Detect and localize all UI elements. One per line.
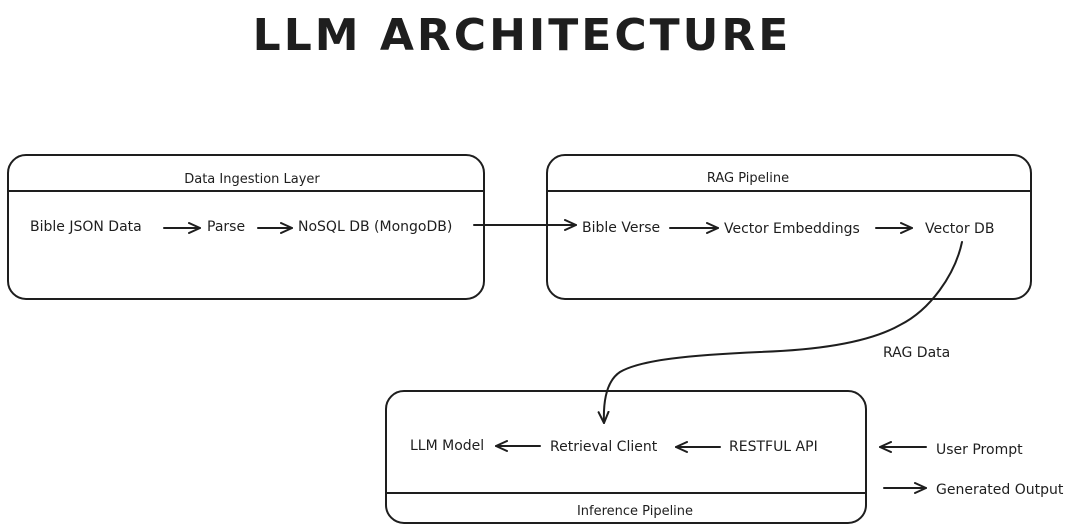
ingestion-box [7,154,485,300]
node-bible-verse: Bible Verse [582,220,660,236]
node-restful-api: RESTFUL API [729,439,818,455]
arrow-rag-data [597,241,963,424]
rag-box [546,154,1032,300]
node-vector-embeddings: Vector Embeddings [724,221,860,237]
generated-output-label: Generated Output [936,482,1064,498]
rag-pipeline: RAG Pipeline Bible Verse Vector Embeddin… [546,154,1032,300]
rag-header: RAG Pipeline [707,171,789,186]
inference-header: Inference Pipeline [577,504,693,519]
node-llm-model: LLM Model [410,438,484,454]
inference-box [385,390,867,524]
node-vector-db: Vector DB [925,221,994,237]
inference-pipeline: Inference Pipeline LLM Model Retrieval C… [385,390,867,524]
node-parse: Parse [207,219,245,235]
node-retrieval-client: Retrieval Client [550,439,658,455]
rag-data-label: RAG Data [883,345,950,361]
ingestion-header: Data Ingestion Layer [184,172,320,187]
user-prompt-label: User Prompt [936,442,1023,458]
node-nosql-db: NoSQL DB (MongoDB) [298,219,452,235]
node-bible-json-data: Bible JSON Data [30,219,142,235]
page-title: LLM ARCHITECTURE [253,10,792,61]
data-ingestion-layer: Data Ingestion Layer Bible JSON Data Par… [7,154,485,300]
